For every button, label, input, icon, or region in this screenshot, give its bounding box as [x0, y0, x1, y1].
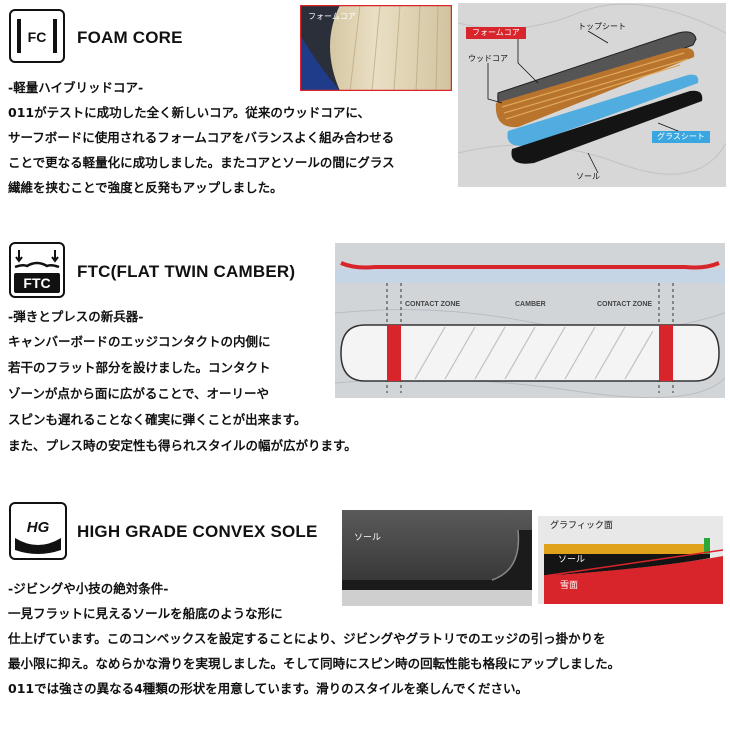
snow-surface-label: 雪面 [560, 581, 579, 591]
text-line: サーフボードに使用されるフォームコアをバランスよく組み合わせる [8, 130, 395, 145]
foam-core-layer-diagram: フォームコア トップシート ウッドコア グラスシート ソール [458, 3, 726, 187]
top-sheet-label: トップシート [578, 22, 626, 31]
ftc-description: キャンバーボードのエッジコンタクトの内側に 若干のフラット部分を設けました。コン… [8, 331, 428, 456]
contact-zone-right-label: CONTACT ZONE [597, 301, 653, 308]
sole-photo-label: ソール [354, 533, 382, 543]
sole-photo: ソール [342, 510, 532, 606]
hg-subtitle: -ジビングや小技の絶対条件- [8, 581, 169, 596]
text-line: ことで更なる軽量化に成功しました。またコアとソールの間にグラス [8, 155, 395, 170]
graphic-surface-label: グラフィック面 [550, 521, 613, 531]
foam-core-label: フォームコア [466, 27, 526, 39]
camber-label: CAMBER [515, 301, 546, 308]
glass-sheet-label: グラスシート [652, 131, 710, 143]
ftc-subtitle: -弾きとプレスの新兵器- [8, 309, 144, 324]
text-line: 若干のフラット部分を設けました。コンタクト [8, 360, 271, 375]
text-line: また、プレス時の安定性も得られスタイルの幅が広がります。 [8, 438, 357, 453]
hg-title: HIGH GRADE CONVEX SOLE [77, 522, 318, 541]
sole-layer-label: ソール [558, 555, 586, 565]
sole-label: ソール [576, 172, 600, 181]
hg-icon: HG [9, 502, 67, 560]
text-line: 011がテストに成功した全く新しいコア。従来のウッドコアに、 [8, 105, 370, 120]
foam-core-title: FOAM CORE [77, 28, 183, 47]
ftc-icon: FTC [9, 242, 65, 298]
text-line: スピンも遅れることなく確実に弾くことが出来ます。 [8, 412, 307, 427]
contact-zone-left-label: CONTACT ZONE [405, 301, 461, 308]
svg-text:FTC: FTC [23, 275, 50, 291]
text-line: 繊維を挟むことで強度と反発もアップしました。 [8, 180, 283, 195]
sole-cross-section-diagram: グラフィック面 ソール 雪面 [538, 516, 723, 604]
text-line: 011では強さの異なる4種類の形状を用意しています。滑りのスタイルを楽しんでくだ… [8, 681, 529, 696]
hg-description: 一見フラットに見えるソールを船底のような形に 仕上げています。このコンベックスを… [8, 603, 723, 703]
foam-core-subtitle: -軽量ハイブリッドコア- [8, 80, 144, 95]
text-line: キャンバーボードのエッジコンタクトの内側に [8, 334, 271, 349]
foam-core-description: 011がテストに成功した全く新しいコア。従来のウッドコアに、 サーフボードに使用… [8, 102, 458, 202]
foam-core-photo-label: フォームコア [308, 12, 356, 21]
ftc-title: FTC(FLAT TWIN CAMBER) [77, 262, 296, 281]
text-line: 一見フラットに見えるソールを船底のような形に [8, 606, 283, 621]
text-line: 仕上げています。このコンベックスを設定することにより、ジビングやグラトリでのエッ… [8, 631, 606, 646]
foam-core-photo: フォームコア [300, 5, 452, 91]
ftc-camber-diagram: CONTACT ZONE CAMBER CONTACT ZONE [335, 243, 725, 398]
text-line: 最小限に抑え。なめらかな滑りを実現しました。そして同時にスピン時の回転性能も格段… [8, 656, 621, 671]
wood-core-label: ウッドコア [468, 54, 508, 63]
text-line: ゾーンが点から面に広がることで、オーリーや [8, 386, 270, 401]
svg-text:HG: HG [27, 519, 50, 536]
svg-text:FC: FC [28, 29, 47, 45]
foam-core-icon: FC [9, 9, 65, 63]
